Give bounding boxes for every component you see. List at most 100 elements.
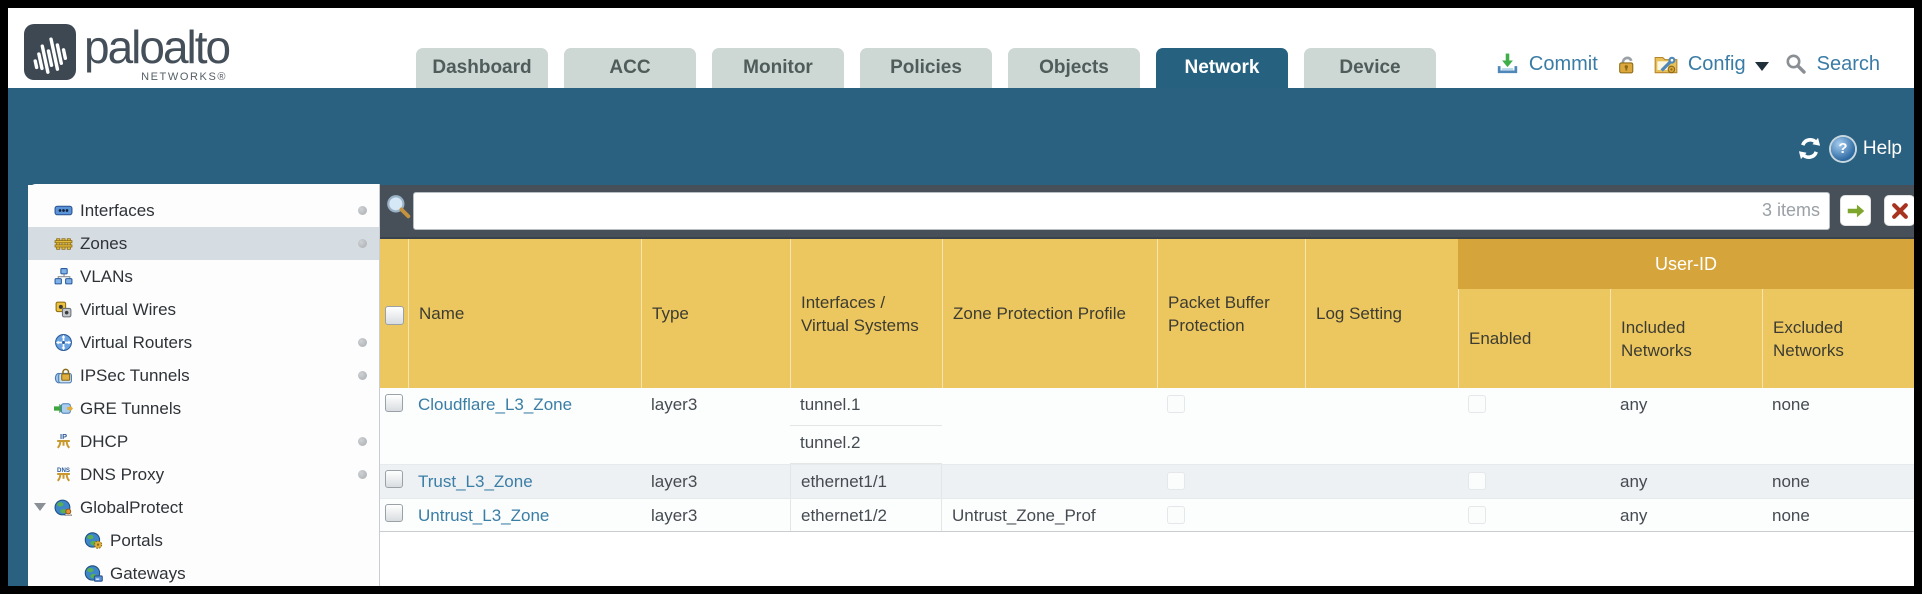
sidebar-item-label: VLANs [80, 266, 133, 286]
status-dot [358, 437, 367, 446]
status-dot [358, 371, 367, 380]
zone-name-cell: Untrust_L3_Zone [408, 499, 641, 533]
column-header-log-setting[interactable]: Log Setting [1305, 239, 1458, 390]
interfaces-cell: tunnel.1 tunnel.2 [790, 388, 942, 464]
column-header-included-networks[interactable]: Included Networks [1610, 289, 1762, 390]
svg-text:IP: IP [60, 432, 67, 441]
sidebar-item-globalprotect[interactable]: GlobalProtect [28, 491, 379, 524]
green-arrow-icon [1847, 204, 1864, 217]
zone-link[interactable]: Untrust_L3_Zone [418, 506, 550, 525]
band-tools: ? Help [1796, 135, 1902, 162]
sidebar-item-interfaces[interactable]: Interfaces [28, 194, 379, 227]
config-caret-icon[interactable] [1754, 61, 1769, 71]
log-setting-cell [1305, 388, 1458, 402]
row-select-checkbox[interactable] [385, 504, 403, 522]
select-all-checkbox[interactable] [385, 306, 404, 325]
config-icon[interactable] [1653, 51, 1679, 77]
column-header-enabled[interactable]: Enabled [1458, 289, 1610, 390]
user-id-enabled-cell [1458, 465, 1610, 497]
table-row: Cloudflare_L3_Zone layer3 tunnel.1 tunne… [380, 388, 1914, 464]
column-header-zone-protection[interactable]: Zone Protection Profile [942, 239, 1157, 390]
red-x-icon [1891, 202, 1908, 219]
column-header-excluded-networks[interactable]: Excluded Networks [1762, 289, 1914, 390]
help-label[interactable]: Help [1862, 137, 1902, 159]
lock-icon[interactable] [1615, 53, 1638, 76]
app-window: paloalto NETWORKS® Dashboard ACC Monitor… [8, 8, 1914, 586]
sidebar-item-label: Gateways [110, 563, 186, 583]
sidebar-item-ipsec-tunnels[interactable]: IPSec Tunnels [28, 359, 379, 392]
row-select-checkbox[interactable] [385, 394, 403, 412]
sidebar-item-label: Virtual Routers [80, 332, 193, 352]
packet-buffer-cell [1157, 388, 1305, 420]
zone-type-cell: layer3 [651, 506, 698, 525]
sidebar-item-label: GlobalProtect [80, 497, 183, 517]
zone-name-cell: Trust_L3_Zone [408, 465, 641, 499]
included-networks-cell: any [1620, 472, 1648, 491]
tab-network[interactable]: Network [1156, 48, 1288, 88]
column-header-interfaces[interactable]: Interfaces / Virtual Systems [790, 239, 942, 390]
user-id-enabled-checkbox[interactable] [1468, 506, 1486, 524]
tab-objects[interactable]: Objects [1008, 48, 1140, 88]
toolbar-band: ? Help [8, 88, 1914, 185]
excluded-networks-cell: none [1772, 506, 1810, 525]
sidebar-item-dns-proxy[interactable]: DNS DNS Proxy [28, 458, 379, 491]
packet-buffer-checkbox[interactable] [1167, 472, 1185, 490]
expand-collapse-icon[interactable] [34, 503, 46, 511]
sidebar-item-virtual-wires[interactable]: Virtual Wires [28, 293, 379, 326]
user-id-enabled-cell [1458, 499, 1610, 531]
zones-content: 3 items User-ID Name Type Interfaces / V… [380, 185, 1914, 586]
refresh-icon[interactable] [1796, 135, 1823, 162]
logo-networks-label: NETWORKS® [141, 71, 228, 83]
commit-button[interactable]: Commit [1528, 52, 1598, 75]
row-select-checkbox[interactable] [385, 470, 403, 488]
sidebar-item-portals[interactable]: Portals [28, 524, 379, 557]
user-id-enabled-checkbox[interactable] [1468, 472, 1486, 490]
apply-filter-button[interactable] [1840, 195, 1871, 226]
tab-device[interactable]: Device [1304, 48, 1436, 88]
user-id-enabled-checkbox[interactable] [1468, 395, 1486, 413]
config-menu[interactable]: Config [1687, 52, 1746, 75]
dns-proxy-icon: DNS [56, 467, 71, 482]
logo-text: paloalto NETWORKS® [84, 24, 231, 83]
left-gutter [8, 185, 28, 586]
zone-name-cell: Cloudflare_L3_Zone [408, 388, 641, 422]
search-icon[interactable] [1784, 52, 1808, 76]
sidebar-item-virtual-routers[interactable]: Virtual Routers [28, 326, 379, 359]
status-dot [358, 206, 367, 215]
column-header-type[interactable]: Type [641, 239, 790, 390]
zone-type-cell: layer3 [651, 472, 698, 491]
virtual-wires-icon [55, 301, 72, 318]
table-row: Trust_L3_Zone layer3 ethernet1/1 any non… [380, 464, 1914, 498]
packet-buffer-checkbox[interactable] [1167, 506, 1185, 524]
interface-item: tunnel.2 [790, 426, 942, 464]
virtual-routers-icon [55, 334, 72, 351]
included-networks-cell: any [1620, 395, 1648, 414]
packet-buffer-cell [1157, 465, 1305, 497]
svg-text:DNS: DNS [57, 467, 70, 474]
sidebar-item-gre-tunnels[interactable]: GRE Tunnels [28, 392, 379, 425]
filter-search-icon[interactable] [385, 193, 411, 219]
excluded-networks-cell: none [1772, 472, 1810, 491]
ipsec-tunnels-icon [54, 368, 72, 384]
table-row: Untrust_L3_Zone layer3 ethernet1/2 Untru… [380, 498, 1914, 532]
search-button[interactable]: Search [1816, 52, 1880, 75]
sidebar-item-dhcp[interactable]: IP DHCP [28, 425, 379, 458]
column-header-name[interactable]: Name [408, 239, 641, 390]
zone-link[interactable]: Trust_L3_Zone [418, 472, 533, 491]
column-header-packet-buffer[interactable]: Packet Buffer Protection [1157, 239, 1305, 390]
tab-policies[interactable]: Policies [860, 48, 992, 88]
sidebar-item-label: DHCP [80, 431, 129, 451]
zone-link[interactable]: Cloudflare_L3_Zone [418, 395, 573, 414]
help-icon[interactable]: ? [1830, 136, 1855, 161]
tab-acc[interactable]: ACC [564, 48, 696, 88]
sidebar-item-vlans[interactable]: VLANs [28, 260, 379, 293]
packet-buffer-checkbox[interactable] [1167, 395, 1185, 413]
tab-monitor[interactable]: Monitor [712, 48, 844, 88]
clear-filter-button[interactable] [1884, 195, 1914, 226]
sidebar-item-zones[interactable]: Zones [28, 227, 379, 260]
tab-dashboard[interactable]: Dashboard [416, 48, 548, 88]
commit-icon[interactable] [1495, 52, 1520, 77]
header-actions: Commit Config Search [1495, 44, 1880, 84]
filter-input[interactable] [413, 192, 1830, 230]
sidebar-item-gateways[interactable]: Gateways [28, 557, 379, 586]
